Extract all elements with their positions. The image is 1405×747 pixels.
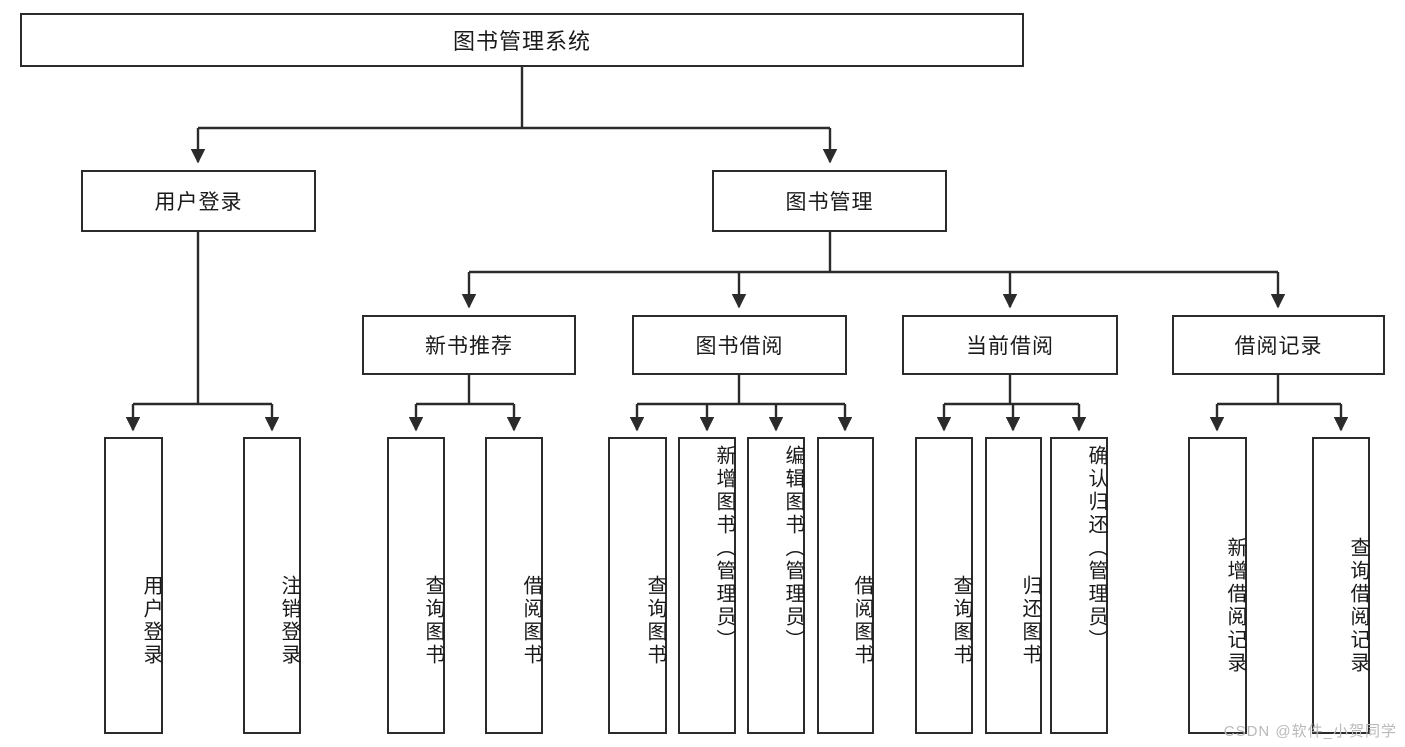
leaf-query-book-2-label: 查询图书: [644, 574, 666, 667]
leaf-user-login-label: 用户登录: [140, 574, 162, 667]
node-book-borrow-label: 图书借阅: [695, 335, 784, 358]
node-borrow-record-label: 借阅记录: [1234, 335, 1323, 358]
leaf-borrow-book-2[interactable]: 借阅图书: [817, 437, 874, 734]
node-root-label: 图书管理系统: [452, 29, 591, 54]
leaf-add-borrow-record-label: 新增借阅记录: [1224, 536, 1246, 675]
leaf-return-book-label: 归还图书: [1019, 574, 1041, 667]
leaf-return-book[interactable]: 归还图书: [985, 437, 1042, 734]
leaf-query-book-1-label: 查询图书: [422, 574, 444, 667]
node-book-management-label: 图书管理: [785, 191, 874, 214]
leaf-confirm-return-admin[interactable]: 确认归还（管理员）: [1050, 437, 1108, 734]
leaf-query-book-1[interactable]: 查询图书: [387, 437, 445, 734]
leaf-add-book-admin[interactable]: 新增图书（管理员）: [678, 437, 736, 734]
leaf-query-book-2[interactable]: 查询图书: [608, 437, 667, 734]
node-borrow-record[interactable]: 借阅记录: [1172, 315, 1385, 375]
leaf-logout-login[interactable]: 注销登录: [243, 437, 301, 734]
leaf-add-book-admin-label: 新增图书（管理员）: [713, 445, 735, 652]
leaf-query-book-3[interactable]: 查询图书: [915, 437, 973, 734]
node-current-borrow-label: 当前借阅: [966, 335, 1054, 358]
leaf-add-borrow-record[interactable]: 新增借阅记录: [1188, 437, 1247, 734]
leaf-query-borrow-record-label: 查询借阅记录: [1347, 536, 1369, 675]
node-new-book-recommend-label: 新书推荐: [425, 335, 513, 358]
node-book-borrow[interactable]: 图书借阅: [632, 315, 847, 375]
leaf-edit-book-admin[interactable]: 编辑图书（管理员）: [747, 437, 805, 734]
watermark: CSDN @软件_小贺同学: [1223, 723, 1397, 740]
node-new-book-recommend[interactable]: 新书推荐: [362, 315, 576, 375]
leaf-borrow-book-1[interactable]: 借阅图书: [485, 437, 543, 734]
leaf-logout-login-label: 注销登录: [278, 574, 300, 667]
node-book-management[interactable]: 图书管理: [712, 170, 947, 232]
node-user-login[interactable]: 用户登录: [81, 170, 316, 232]
leaf-borrow-book-2-label: 借阅图书: [851, 574, 873, 667]
leaf-borrow-book-1-label: 借阅图书: [520, 574, 542, 667]
node-user-login-label: 用户登录: [154, 191, 243, 214]
leaf-user-login[interactable]: 用户登录: [104, 437, 163, 734]
leaf-query-borrow-record[interactable]: 查询借阅记录: [1312, 437, 1370, 734]
node-root[interactable]: 图书管理系统: [20, 13, 1024, 67]
leaf-query-book-3-label: 查询图书: [950, 574, 972, 667]
node-current-borrow[interactable]: 当前借阅: [902, 315, 1118, 375]
leaf-confirm-return-admin-label: 确认归还（管理员）: [1085, 445, 1107, 652]
leaf-edit-book-admin-label: 编辑图书（管理员）: [782, 445, 804, 652]
